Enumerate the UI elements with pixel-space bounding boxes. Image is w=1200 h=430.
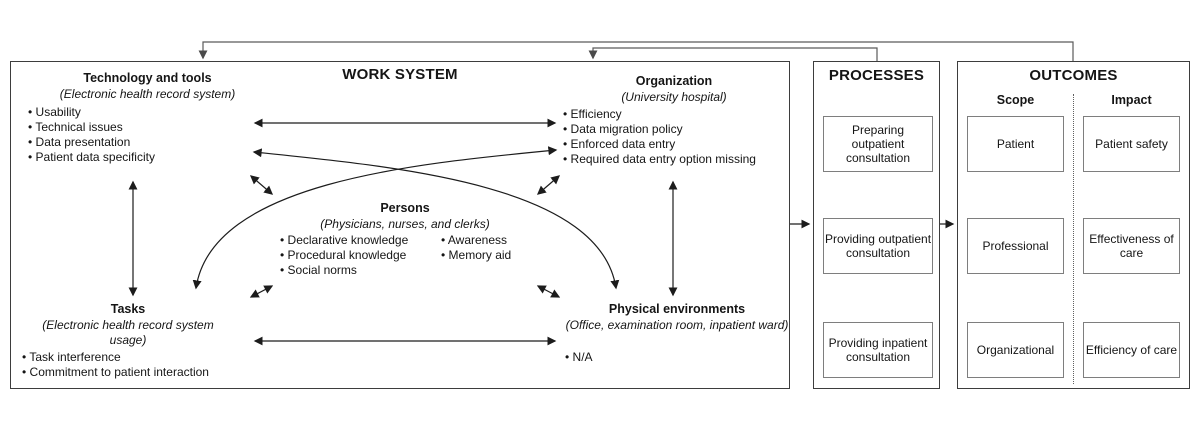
list-item: Required data entry option missing xyxy=(563,152,756,167)
list-item: Awareness xyxy=(441,233,511,248)
list-item: Patient data specificity xyxy=(28,150,155,165)
outcome-impact-box: Efficiency of care xyxy=(1083,322,1180,378)
tasks-subtitle: (Electronic health record system usage) xyxy=(42,318,214,347)
work-system-panel xyxy=(10,61,790,389)
list-item: Data migration policy xyxy=(563,122,756,137)
list-item: Task interference xyxy=(22,350,209,365)
physical-environments-list: N/A xyxy=(565,350,593,365)
work-system-title: WORK SYSTEM xyxy=(342,66,458,83)
persons-list-left: Declarative knowledge Procedural knowled… xyxy=(280,233,409,278)
process-step-box: Preparing outpatient consultation xyxy=(823,116,933,172)
outcome-impact-label: Patient safety xyxy=(1095,137,1168,151)
outcome-scope-label: Professional xyxy=(982,239,1049,253)
processes-panel xyxy=(813,61,940,389)
persons-list-right: Awareness Memory aid xyxy=(441,233,511,263)
outcomes-impact-header: Impact xyxy=(1111,93,1152,107)
organization-subtitle: (University hospital) xyxy=(621,90,727,104)
process-step-box: Providing outpatient consultation xyxy=(823,218,933,274)
organization-list: Efficiency Data migration policy Enforce… xyxy=(563,107,756,167)
list-item: Usability xyxy=(28,105,155,120)
outcome-impact-label: Efficiency of care xyxy=(1085,343,1178,357)
arrow-organization-tasks-curve xyxy=(192,146,558,290)
outcomes-column-divider xyxy=(1073,94,1074,384)
outcome-scope-label: Patient xyxy=(996,137,1035,151)
outcome-impact-box: Effectiveness of care xyxy=(1083,218,1180,274)
list-item: Data presentation xyxy=(28,135,155,150)
list-item: Social norms xyxy=(280,263,408,278)
list-item: Declarative knowledge xyxy=(280,233,409,248)
outcome-scope-box: Patient xyxy=(967,116,1064,172)
outcome-impact-box: Patient safety xyxy=(1083,116,1180,172)
list-item: Enforced data entry xyxy=(563,137,756,152)
technology-tools-subtitle: (Electronic health record system) xyxy=(59,87,236,101)
physical-environments-title: Physical environments xyxy=(608,302,746,316)
feedback-arrow-processes-to-work-system xyxy=(588,47,878,61)
outcome-impact-label: Effectiveness of care xyxy=(1089,232,1174,260)
outcome-scope-box: Professional xyxy=(967,218,1064,274)
processes-title: PROCESSES xyxy=(828,67,925,84)
outcomes-scope-header: Scope xyxy=(996,93,1035,107)
list-item: Procedural knowledge xyxy=(280,248,408,263)
process-step-box: Providing inpatient consultation xyxy=(823,322,933,378)
outcomes-panel xyxy=(957,61,1190,389)
outcome-scope-label: Organizational xyxy=(976,343,1055,357)
feedback-arrow-outcomes-to-work-system xyxy=(198,41,1074,61)
process-step-label: Preparing outpatient consultation xyxy=(845,123,911,165)
list-item: Technical issues xyxy=(28,120,155,135)
process-step-label: Providing inpatient consultation xyxy=(828,336,928,364)
technology-tools-title: Technology and tools xyxy=(83,71,212,85)
list-item: Memory aid xyxy=(441,248,512,263)
outcomes-title: OUTCOMES xyxy=(1029,67,1118,84)
list-item: Commitment to patient interaction xyxy=(22,365,209,380)
organization-title: Organization xyxy=(635,74,713,88)
physical-environments-subtitle: (Office, examination room, inpatient war… xyxy=(565,318,789,332)
persons-subtitle: (Physicians, nurses, and clerks) xyxy=(320,217,490,231)
list-item: N/A xyxy=(565,350,593,365)
tasks-title: Tasks xyxy=(110,302,146,316)
technology-tools-list: Usability Technical issues Data presenta… xyxy=(28,105,155,165)
persons-title: Persons xyxy=(380,201,430,215)
outcome-scope-box: Organizational xyxy=(967,322,1064,378)
list-item: Efficiency xyxy=(563,107,756,122)
process-step-label: Providing outpatient consultation xyxy=(824,232,932,260)
tasks-list: Task interference Commitment to patient … xyxy=(22,350,209,380)
